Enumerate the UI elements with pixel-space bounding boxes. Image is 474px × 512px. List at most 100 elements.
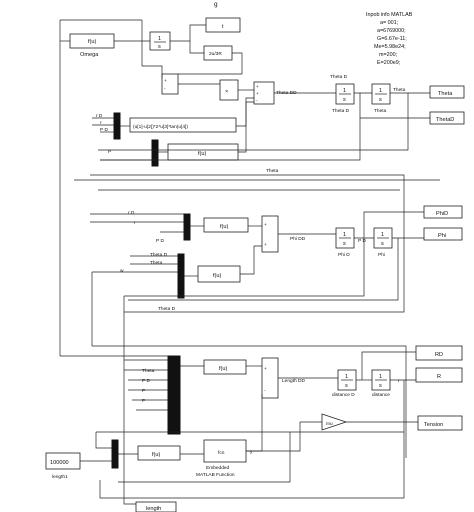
- int-phid-num: 1: [343, 232, 346, 238]
- signal-r-2: r: [134, 220, 136, 226]
- parameter-note: Inpob info MATLAB a= 001; a=6769000; G=6…: [366, 12, 413, 66]
- signal-pd-2: P D: [156, 238, 164, 244]
- signal-phi-below: Phi: [378, 252, 385, 258]
- fcn-block-phi[interactable]: [203, 217, 249, 233]
- signal-theta-long: Theta: [266, 168, 279, 174]
- svg-text:G=6.67e-11;: G=6.67e-11;: [377, 36, 407, 42]
- fcn-block-trig[interactable]: [129, 117, 237, 133]
- outport-theta[interactable]: [429, 85, 465, 99]
- signal-r-out: r: [398, 378, 400, 384]
- int-phid-den: s: [343, 241, 346, 247]
- sum-theta-sign1: +: [256, 85, 259, 90]
- embedded-label-1: Embedded: [206, 465, 230, 471]
- signal-theta-d-lower: Theta D: [158, 306, 176, 312]
- outport-phid-label: PhiD: [436, 211, 448, 217]
- signal-theta-out: Theta: [393, 87, 406, 93]
- signal-w: w: [120, 269, 124, 274]
- signal-p-2: P: [108, 149, 111, 155]
- sum1-plus: +: [164, 79, 167, 84]
- signal-theta-d-top: Theta D: [330, 74, 348, 80]
- signal-p-length: P: [142, 388, 145, 394]
- signal-p2-length: P: [142, 398, 145, 404]
- embedded-label-2: MATLAB Function: [196, 472, 235, 478]
- outport-theta-label: Theta: [438, 91, 453, 97]
- sum-theta-sign2: +: [256, 92, 259, 97]
- svg-text:E=200e9;: E=200e9;: [377, 60, 401, 66]
- outport-r[interactable]: [415, 367, 463, 383]
- fcn-block-bottom[interactable]: [137, 445, 181, 461]
- outport-tension-label: Tension: [424, 422, 443, 428]
- sum-phi-sign1: +: [264, 223, 267, 228]
- int-theta-den: s: [379, 97, 382, 103]
- page-title-fragment: g: [214, 1, 218, 8]
- signal-p-1: P D: [100, 127, 108, 133]
- constant-label: length1: [52, 474, 68, 480]
- product-block[interactable]: [219, 79, 239, 101]
- int-thetad-num: 1: [343, 88, 346, 94]
- outport-r-label: R: [437, 374, 441, 380]
- fcn-block-length[interactable]: [203, 359, 247, 375]
- fcn-bottom-text: f(u): [152, 452, 161, 458]
- outport-t-label: t: [222, 24, 224, 30]
- svg-text:Inpob info MATLAB: Inpob info MATLAB: [366, 12, 413, 18]
- signal-theta-d-below: Theta D: [332, 108, 350, 114]
- product-symbol: ×: [225, 89, 228, 95]
- signal-distance-d: distance D: [332, 392, 355, 398]
- sum-length-sign2: -: [264, 389, 266, 394]
- svg-text:a=6769000;: a=6769000;: [377, 28, 406, 34]
- mux-theta[interactable]: [177, 253, 185, 299]
- sum-theta-sign3: -: [256, 99, 258, 104]
- outport-rd[interactable]: [415, 345, 463, 361]
- outport-tension[interactable]: [417, 415, 463, 431]
- signal-rd-1: r D: [96, 113, 103, 119]
- signal-wires: [59, 19, 440, 505]
- int-lengthd-num: 1: [345, 374, 348, 380]
- int-lengthd-den: s: [345, 383, 348, 389]
- signal-phi-dd: Phi DD: [290, 236, 306, 242]
- signal-phi-d-out: P D: [358, 238, 366, 244]
- int-theta-num: 1: [379, 88, 382, 94]
- signal-distance: distance: [372, 392, 390, 398]
- outport-phi-label: Phi: [438, 233, 446, 239]
- svg-text:a= 001;: a= 001;: [380, 20, 399, 26]
- mux-1[interactable]: [113, 112, 121, 140]
- mux-2[interactable]: [151, 139, 159, 167]
- int-thetad-den: s: [343, 97, 346, 103]
- integrator-top-den: s: [158, 44, 161, 50]
- outport-thetad-label: ThetaD: [436, 117, 454, 123]
- svg-text:Me=5.98e24;: Me=5.98e24;: [374, 44, 406, 50]
- fcn-2-text: f(u): [198, 151, 207, 157]
- fcn-thetad-text: f(u): [213, 273, 222, 279]
- signal-length-dd: Length DD: [282, 378, 305, 384]
- sum-length-sign1: +: [264, 367, 267, 372]
- signal-theta-d-mux: Theta D: [150, 252, 168, 258]
- int-phi-den: s: [381, 241, 384, 247]
- signal-pd-length: P D: [142, 378, 150, 384]
- signal-theta-mux: Theta: [150, 260, 163, 266]
- mux-bottom[interactable]: [111, 439, 119, 469]
- fcn-length-text: f(u): [219, 366, 228, 372]
- constant-value: 100000: [50, 460, 69, 466]
- fcn-phi-text: f(u): [220, 224, 229, 230]
- signal-theta-length: Theta: [142, 368, 155, 374]
- embedded-fcn-text: fcn: [218, 450, 225, 456]
- outport-phi[interactable]: [423, 227, 463, 241]
- constant-2u3r-text: 2u/3R: [209, 51, 222, 57]
- signal-theta-below: Theta: [374, 108, 387, 114]
- sum-phi-sign2: +: [264, 243, 267, 248]
- embedded-matlab-block[interactable]: [203, 439, 247, 463]
- svg-text:m=200;: m=200;: [379, 52, 398, 58]
- signal-rd-2: r D: [128, 210, 135, 216]
- signal-r-1: r: [100, 120, 102, 126]
- mux-phi[interactable]: [183, 213, 191, 241]
- gain-mu-text: mu: [326, 422, 333, 427]
- outport-length-label: length: [146, 506, 161, 512]
- outport-rd-label: RD: [435, 352, 443, 358]
- signal-y: y: [250, 450, 253, 455]
- sum1-minus: -: [164, 87, 166, 92]
- integrator-top-num: 1: [158, 36, 161, 42]
- outport-length[interactable]: [135, 501, 177, 512]
- mux-length[interactable]: [167, 355, 181, 435]
- omega-fcn-text: f(u): [88, 39, 97, 45]
